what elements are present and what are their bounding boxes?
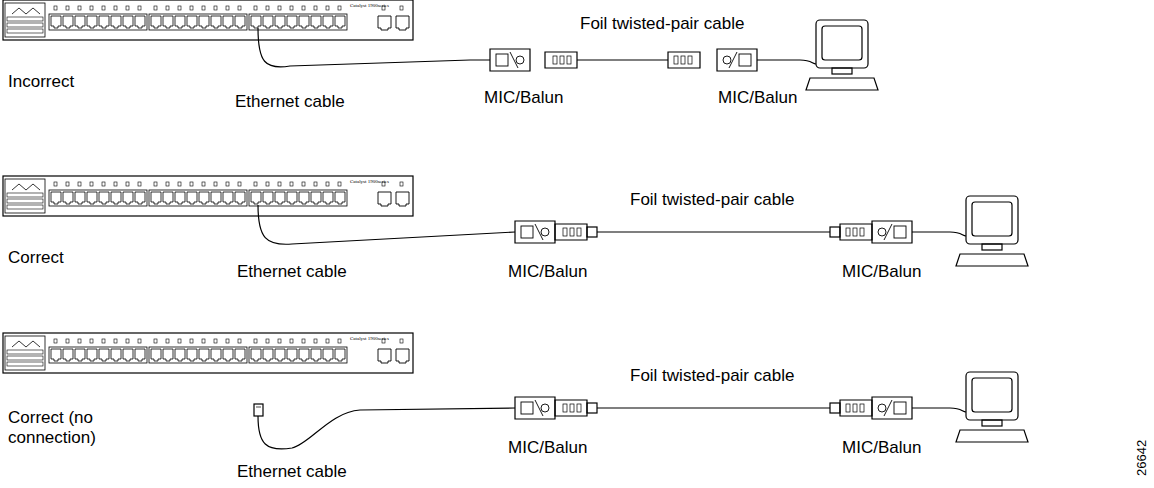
model-label: Catalyst 1900series bbox=[350, 336, 389, 342]
ethernet-cable bbox=[258, 28, 490, 67]
mic-balun-plug bbox=[545, 52, 577, 68]
cable-label: Foil twisted-pair cable bbox=[630, 190, 794, 210]
computer bbox=[956, 196, 1028, 266]
mic-balun bbox=[830, 397, 912, 419]
status-label: Correct (no connection) bbox=[8, 408, 158, 448]
part-label: MIC/Balun bbox=[842, 262, 921, 282]
ethernet-plug bbox=[254, 404, 263, 416]
computer-cable bbox=[912, 408, 966, 412]
mic-balun bbox=[515, 397, 597, 419]
cable-label: Foil twisted-pair cable bbox=[630, 366, 794, 386]
foil-twisted-pair-cable bbox=[597, 407, 830, 408]
switch-chassis bbox=[3, 333, 413, 373]
computer bbox=[806, 20, 878, 90]
cable-label: Foil twisted-pair cable bbox=[580, 14, 744, 34]
switch-chassis bbox=[3, 176, 413, 216]
part-label: MIC/Balun bbox=[508, 262, 587, 282]
ethernet-cable bbox=[258, 408, 515, 449]
part-label: MIC/Balun bbox=[842, 438, 921, 458]
cable-label: Ethernet cable bbox=[235, 92, 345, 112]
mic-balun-socket bbox=[490, 49, 530, 71]
computer-cable bbox=[757, 60, 816, 64]
mic-balun-plug bbox=[668, 52, 700, 68]
part-label: MIC/Balun bbox=[484, 88, 563, 108]
part-label: MIC/Balun bbox=[718, 88, 797, 108]
part-label: MIC/Balun bbox=[508, 438, 587, 458]
switch-chassis bbox=[3, 0, 413, 40]
mic-balun-socket bbox=[717, 49, 757, 71]
cable-label: Ethernet cable bbox=[237, 462, 347, 482]
computer-cable bbox=[912, 232, 966, 236]
model-label: Catalyst 1900series bbox=[350, 179, 389, 185]
cable-label: Ethernet cable bbox=[237, 262, 347, 282]
status-label: Correct bbox=[8, 248, 64, 268]
foil-twisted-pair-cable bbox=[577, 59, 668, 60]
mic-balun bbox=[515, 221, 597, 243]
foil-twisted-pair-cable bbox=[597, 231, 830, 232]
figure-number: 26642 bbox=[1132, 440, 1152, 476]
ethernet-cable bbox=[258, 205, 515, 244]
computer bbox=[956, 372, 1028, 442]
status-label: Incorrect bbox=[8, 72, 74, 92]
model-label: Catalyst 1900series bbox=[350, 3, 389, 9]
mic-balun bbox=[830, 221, 912, 243]
